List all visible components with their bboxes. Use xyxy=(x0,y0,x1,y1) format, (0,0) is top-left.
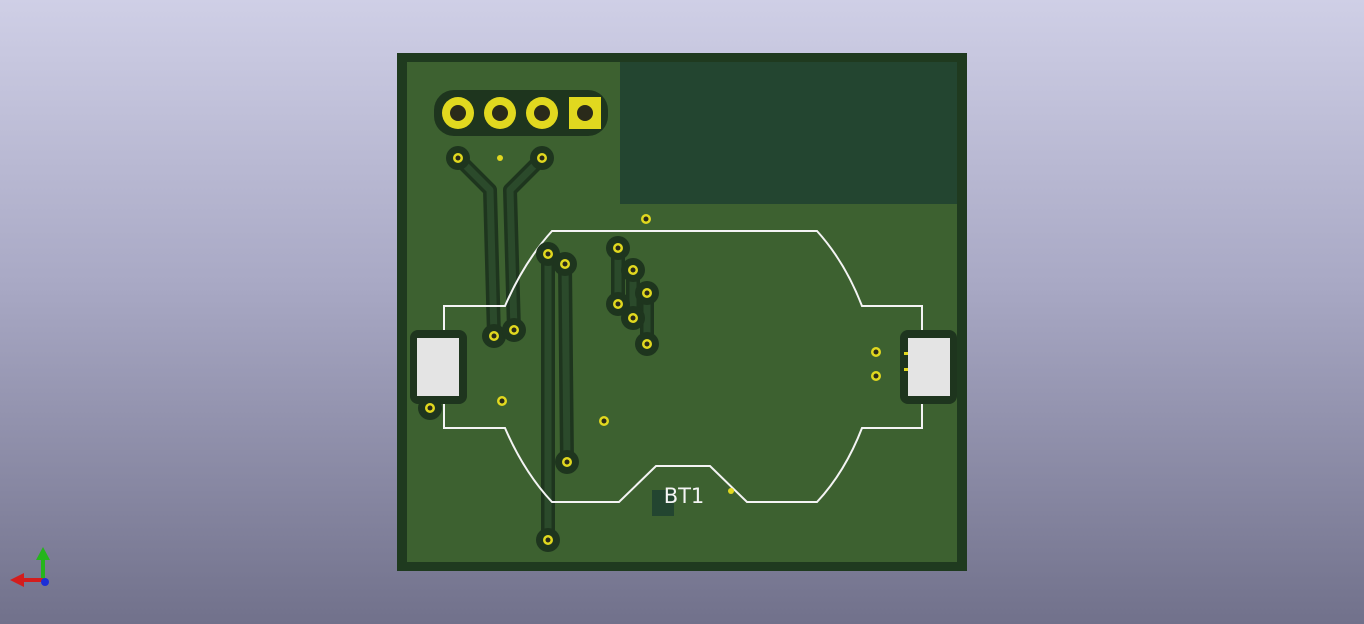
xyz-axes-icon xyxy=(10,547,50,587)
battery-pad-right xyxy=(900,330,957,404)
via-group xyxy=(418,146,881,552)
battery-holder-outline xyxy=(443,230,923,503)
header-pad-square xyxy=(569,97,601,129)
trace-4 xyxy=(561,260,571,466)
silkscreen-ref-label: BT1 xyxy=(664,484,705,508)
pcb-board xyxy=(397,53,967,571)
pin-header-outline xyxy=(434,90,608,136)
smd-pad xyxy=(652,490,674,516)
pin-header xyxy=(434,90,608,136)
trace-2 xyxy=(506,154,546,334)
battery-pad-left xyxy=(410,330,467,404)
header-pad xyxy=(442,97,474,129)
board-keepout-area xyxy=(620,62,957,204)
header-pad xyxy=(526,97,558,129)
trace-1 xyxy=(454,154,498,340)
header-pad xyxy=(484,97,516,129)
